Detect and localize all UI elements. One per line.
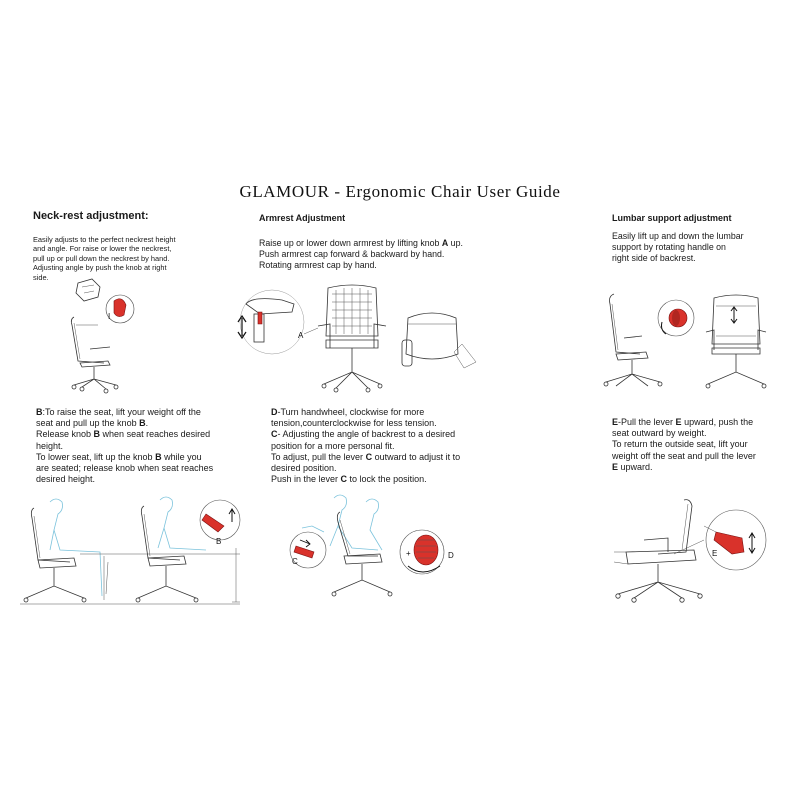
seat-depth-label-e: E: [712, 549, 717, 558]
neckrest-line: side.: [33, 272, 49, 282]
seat-depth-line-5: E upward.: [612, 462, 756, 473]
tilt-line-1: D-Turn handwheel, clockwise for more: [271, 407, 460, 418]
seat-depth-key-e: E: [612, 417, 619, 427]
tilt-line-3: C- Adjusting the angle of backrest to a …: [271, 429, 460, 440]
seat-height-key-b: B: [139, 418, 146, 429]
seat-height-line-5-text: To lower seat, lift up the knob: [36, 451, 156, 462]
tilt-line-5: To adjust, pull the lever C outward to a…: [271, 452, 460, 463]
seat-depth-illustration: E: [613, 499, 767, 603]
neckrest-line: Easily adjusts to the perfect neckrest h…: [33, 235, 176, 244]
tilt-description: D-Turn handwheel, clockwise for more ten…: [271, 407, 460, 485]
seat-depth-key-e: E: [675, 417, 682, 427]
armrest-line-1-end: up.: [448, 238, 463, 248]
seat-height-line-1-text: :To raise the seat, lift your weight off…: [42, 407, 201, 417]
page-title: GLAMOUR - Ergonomic Chair User Guide: [239, 182, 561, 201]
depth-lever-icon: [713, 531, 745, 555]
tilt-line-7: Push in the lever C to lock the position…: [271, 474, 460, 485]
seat-height-line-6: are seated; release knob when seat reach…: [36, 463, 214, 474]
neckrest-description: Easily adjusts to the perfect neckrest h…: [33, 235, 176, 282]
tilt-line-7-text: Push in the lever: [271, 474, 341, 485]
seat-height-line-2-text: seat and pull up the knob: [36, 418, 140, 429]
tension-wheel-icon: [413, 534, 439, 566]
armrest-illustration: A: [237, 284, 477, 393]
tension-plus-symbol: +: [406, 549, 411, 558]
tilt-key-c: C: [365, 451, 373, 462]
tilt-key-c: C: [340, 474, 348, 485]
neckrest-illustration: I: [70, 278, 135, 394]
neckrest-line: and angle. For raise or lower the neckre…: [33, 244, 172, 254]
tilt-line-6: desired position.: [271, 463, 337, 474]
seat-depth-line-3: To return the outside seat, lift your: [612, 439, 748, 450]
tilt-line-1-text: -Turn handwheel, clockwise for more: [277, 407, 425, 417]
neckrest-line: Adjusting angle by push the knob at righ…: [33, 263, 167, 273]
lumbar-line: right side of backrest.: [612, 252, 696, 263]
lumbar-line: Easily lift up and down the lumbar: [612, 231, 744, 241]
tilt-line-5-end: outward to adjust it to: [372, 451, 461, 462]
seat-height-line-2: seat and pull up the knob B.: [36, 418, 213, 429]
tilt-key-c: C: [271, 429, 278, 440]
lumbar-heading: Lumbar support adjustment: [612, 213, 732, 223]
lumbar-line: support by rotating handle on: [612, 241, 726, 252]
neckrest-knob-icon: [113, 298, 127, 317]
seat-depth-key-e: E: [612, 461, 619, 472]
seat-depth-line-2: seat outward by weight.: [612, 428, 707, 439]
seat-height-key-b: B: [155, 451, 162, 462]
seat-height-line-4: height.: [36, 440, 64, 451]
seat-height-key-b: B: [93, 429, 101, 440]
seat-height-line-3-text: Release knob: [36, 429, 94, 440]
seat-depth-line-1-end: upward, push the: [681, 417, 754, 427]
seat-depth-description: E-Pull the lever E upward, push the seat…: [612, 417, 756, 473]
seat-height-description: B:To raise the seat, lift your weight of…: [36, 407, 213, 485]
height-knob-icon: [201, 513, 225, 533]
armrest-line-2: Push armrest cap forward & backward by h…: [259, 248, 445, 259]
tilt-label-c: C: [292, 557, 298, 566]
armrest-line-3: Rotating armrest cap by hand.: [259, 259, 377, 270]
seat-height-label-b: B: [216, 537, 221, 546]
tilt-line-2: tension,counterclockwise for less tensio…: [271, 418, 437, 429]
seat-height-line-3: Release knob B when seat reaches desired: [36, 429, 213, 440]
seat-height-line-2-end: .: [145, 418, 149, 429]
armrest-knob-icon: [257, 311, 263, 325]
seat-height-line-1: B:To raise the seat, lift your weight of…: [36, 407, 213, 418]
seat-depth-line-1: E-Pull the lever E upward, push the: [612, 417, 756, 428]
tilt-illustration: C + D: [289, 494, 454, 597]
tilt-label-d: D: [448, 551, 454, 560]
seat-depth-line-5-end: upward.: [618, 461, 653, 472]
armrest-description: Raise up or lower down armrest by liftin…: [259, 238, 463, 271]
lumbar-description: Easily lift up and down the lumbar suppo…: [612, 231, 744, 264]
armrest-key-a: A: [441, 238, 449, 248]
tilt-lever-icon: [293, 545, 315, 559]
seat-depth-line-4: weight off the seat and pull the lever: [612, 450, 756, 461]
armrest-line-1: Raise up or lower down armrest by liftin…: [259, 238, 463, 249]
tilt-line-4: position for a more personal fit.: [271, 440, 395, 451]
seat-height-key-b: B: [36, 407, 43, 417]
seat-height-line-5-end: while you: [161, 451, 202, 462]
seat-height-line-5: To lower seat, lift up the knob B while …: [36, 452, 213, 463]
tilt-line-7-end: to lock the position.: [347, 474, 427, 485]
tilt-key-d: D: [271, 407, 278, 417]
neckrest-label-i: I: [108, 312, 110, 321]
armrest-label-a: A: [298, 331, 304, 340]
neckrest-heading: Neck-rest adjustment:: [33, 210, 149, 222]
lumbar-illustration: [603, 293, 767, 389]
seat-height-line-7: desired height.: [36, 474, 96, 485]
seat-height-illustration: B: [20, 496, 241, 605]
tilt-line-5-text: To adjust, pull the lever: [271, 451, 366, 462]
seat-height-line-3-end: when seat reaches desired: [100, 429, 211, 440]
armrest-line-1-text: Raise up or lower down armrest by liftin…: [259, 238, 442, 248]
tilt-line-3-text: - Adjusting the angle of backrest to a d…: [277, 429, 456, 440]
armrest-heading: Armrest Adjustment: [259, 213, 346, 223]
neckrest-line: pull up or pull down the neckrest by han…: [33, 253, 170, 263]
seat-depth-line-1-text: -Pull the lever: [618, 417, 676, 427]
